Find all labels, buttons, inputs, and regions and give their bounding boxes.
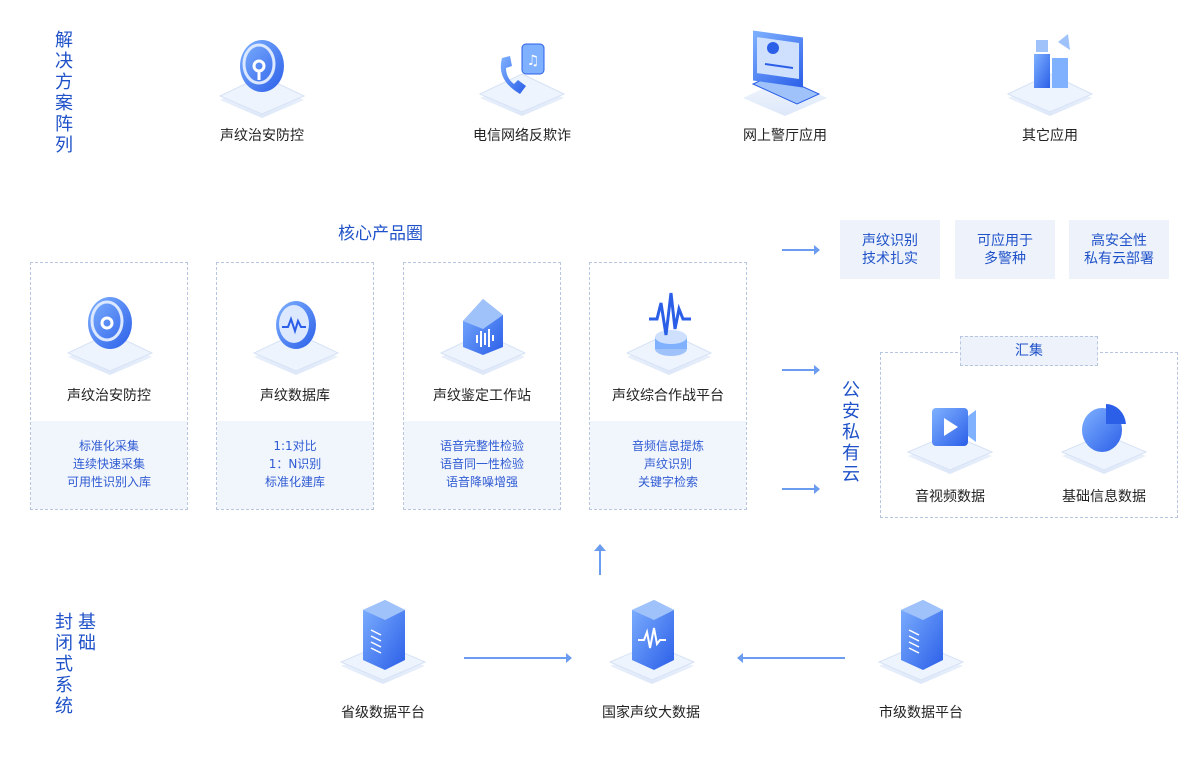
card-line: 声纹识别 <box>643 457 692 471</box>
collect-label: 汇集 <box>960 336 1098 366</box>
card-title: 声纹治安防控 <box>67 388 151 404</box>
arrow-right-icon <box>464 653 572 663</box>
phone-icon: ♫ <box>472 28 572 118</box>
solution-label-1: 声纹治安防控 <box>220 128 304 144</box>
core-title: 核心产品圈 <box>338 224 423 244</box>
arrow-right-icon <box>782 245 820 255</box>
cloud-label: 公安私有云 <box>842 380 860 485</box>
card-title: 声纹鉴定工作站 <box>433 388 531 404</box>
card-line: 语音完整性检验 <box>439 439 524 453</box>
card-body: 标准化采集 连续快速采集 可用性识别入库 <box>31 421 187 509</box>
laptop-icon <box>735 20 835 116</box>
base-label-2: 国家声纹大数据 <box>602 705 700 721</box>
card-line: 音频信息提炼 <box>631 439 704 453</box>
base-heading-col2: 封闭式系统 <box>55 612 73 717</box>
voiceprint-disc-icon <box>246 285 346 375</box>
card-line: 语音降噪增强 <box>445 475 518 489</box>
card-line: 语音同一性检验 <box>439 457 524 471</box>
card-body: 语音完整性检验 语音同一性检验 语音降噪增强 <box>404 421 560 509</box>
feature-box-3: 高安全性 私有云部署 <box>1069 220 1169 279</box>
solution-label-4: 其它应用 <box>1022 128 1078 144</box>
arrow-right-icon <box>782 365 820 375</box>
card-body: 音频信息提炼 声纹识别 关键字检索 <box>590 421 746 509</box>
server-waveform-icon <box>602 596 702 686</box>
server-icon <box>333 596 433 686</box>
blocks-icon <box>1000 28 1100 118</box>
card-line: 关键字检索 <box>637 475 698 489</box>
pie-chart-icon <box>1054 394 1154 484</box>
waveform-platform-icon <box>619 285 719 375</box>
solution-label-3: 网上警厅应用 <box>743 128 827 144</box>
card-title: 声纹综合作战平台 <box>612 388 724 404</box>
solutions-heading: 解决方案阵列 <box>55 30 73 156</box>
product-card-3: 声纹鉴定工作站 语音完整性检验 语音同一性检验 语音降噪增强 <box>403 262 561 510</box>
fingerprint-shield-icon <box>60 285 160 375</box>
card-body: 1:1对比 1：N识别 标准化建库 <box>217 421 373 509</box>
card-line: 1:1对比 <box>273 439 317 453</box>
server-icon <box>871 596 971 686</box>
video-icon <box>900 394 1000 484</box>
arrow-up-icon <box>594 544 606 575</box>
feature-line: 声纹识别 <box>862 233 918 249</box>
base-label-3: 市级数据平台 <box>879 705 963 721</box>
product-card-2: 声纹数据库 1:1对比 1：N识别 标准化建库 <box>216 262 374 510</box>
arrow-left-icon <box>737 653 845 663</box>
base-heading-col1: 基础 <box>78 612 96 654</box>
feature-line: 高安全性 <box>1091 233 1147 249</box>
card-line: 可用性识别入库 <box>66 475 151 489</box>
card-line: 标准化建库 <box>264 475 325 489</box>
solution-label-2: 电信网络反欺诈 <box>473 128 571 144</box>
feature-line: 多警种 <box>984 251 1026 267</box>
feature-line: 可应用于 <box>977 233 1033 249</box>
card-line: 连续快速采集 <box>72 457 145 471</box>
svg-text:♫: ♫ <box>527 53 540 69</box>
feature-line: 技术扎实 <box>862 251 918 267</box>
product-card-1: 声纹治安防控 标准化采集 连续快速采集 可用性识别入库 <box>30 262 188 510</box>
feature-box-1: 声纹识别 技术扎实 <box>840 220 940 279</box>
feature-box-2: 可应用于 多警种 <box>955 220 1055 279</box>
house-waveform-icon <box>433 285 533 375</box>
card-line: 标准化采集 <box>78 439 139 453</box>
fingerprint-shield-icon <box>212 28 312 118</box>
product-card-4: 声纹综合作战平台 音频信息提炼 声纹识别 关键字检索 <box>589 262 747 510</box>
cloud-item-label-1: 音视频数据 <box>915 489 985 505</box>
base-label-1: 省级数据平台 <box>341 705 425 721</box>
arrow-right-icon <box>782 484 820 494</box>
cloud-item-label-2: 基础信息数据 <box>1062 489 1146 505</box>
card-title: 声纹数据库 <box>260 388 330 404</box>
card-line: 1：N识别 <box>268 457 322 471</box>
feature-line: 私有云部署 <box>1084 251 1154 267</box>
